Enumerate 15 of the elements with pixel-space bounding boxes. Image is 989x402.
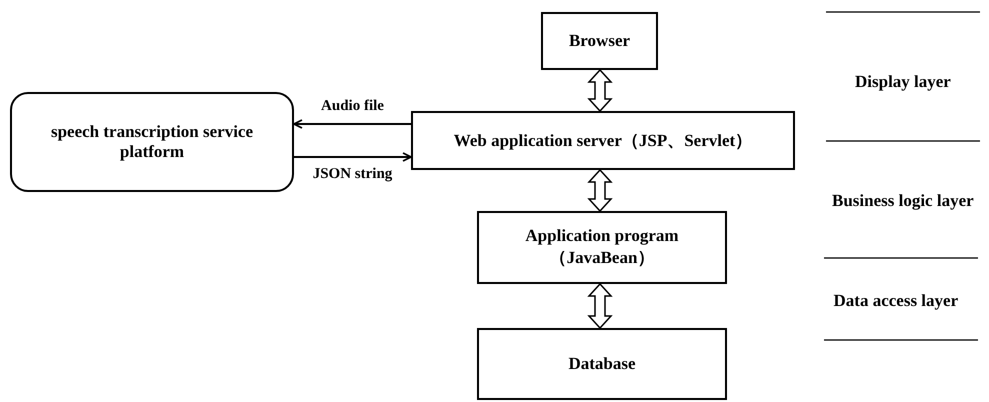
- double-arrow: [587, 168, 613, 212]
- arrow: [293, 119, 411, 129]
- double-arrow: [587, 68, 613, 112]
- edge-label: Audio file: [320, 98, 385, 115]
- layer-box: Database: [477, 328, 727, 400]
- layer-box: Browser: [541, 12, 658, 70]
- layer-box: Application program （JavaBean）: [477, 211, 727, 284]
- arrow: [294, 152, 412, 162]
- layer-box: Web application server（JSP、Servlet）: [411, 111, 795, 170]
- edge-label: JSON string: [312, 166, 394, 183]
- layer-label: Data access layer: [834, 291, 958, 311]
- layer-label: Display layer: [855, 72, 951, 92]
- double-arrow: [587, 282, 613, 330]
- platform-box: speech transcription service platform: [10, 92, 294, 192]
- layer-label: Business logic layer: [832, 191, 974, 211]
